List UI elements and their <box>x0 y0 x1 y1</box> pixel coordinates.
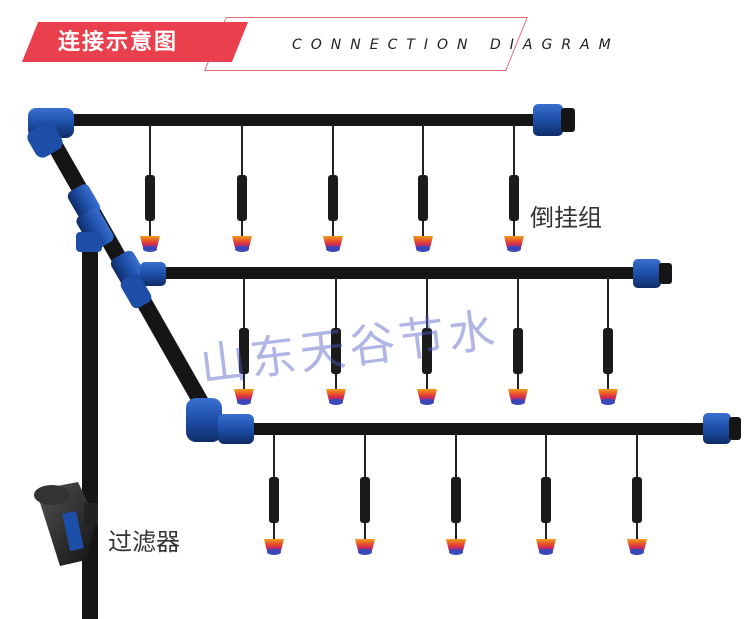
upper-end-cap <box>533 104 575 136</box>
sprinkler <box>355 433 375 555</box>
hanging-group-label: 倒挂组 <box>530 204 602 232</box>
sprinkler <box>264 433 284 555</box>
sprinkler <box>232 124 252 252</box>
sprinkler <box>508 277 528 405</box>
filter-label: 过滤器 <box>108 528 180 556</box>
sprinkler <box>234 277 254 405</box>
lower-end-cap <box>703 413 741 444</box>
sprinkler <box>446 433 466 555</box>
sprinkler <box>417 277 437 405</box>
middle-tee-connector <box>110 250 166 309</box>
sprinkler <box>323 124 343 252</box>
middle-end-cap <box>633 259 672 288</box>
sprinkler <box>413 124 433 252</box>
sprinkler <box>504 124 524 252</box>
sprinkler <box>598 277 618 405</box>
bottom-elbow-connector <box>186 398 254 444</box>
sprinkler <box>627 433 647 555</box>
diagram-subtitle: CONNECTION DIAGRAM <box>292 37 620 53</box>
lower-sprinkler-group <box>264 433 647 555</box>
middle-sprinkler-group <box>234 277 618 405</box>
top-elbow-connector <box>27 108 74 158</box>
header-banner: 连接示意图 CONNECTION DIAGRAM <box>0 0 750 90</box>
sprinkler <box>140 124 160 252</box>
sprinkler <box>326 277 346 405</box>
diagram-title: 连接示意图 <box>58 30 179 55</box>
sprinkler <box>536 433 556 555</box>
screen-filter <box>34 482 98 566</box>
tee-connector <box>76 208 114 252</box>
upper-sprinkler-group <box>140 124 524 252</box>
